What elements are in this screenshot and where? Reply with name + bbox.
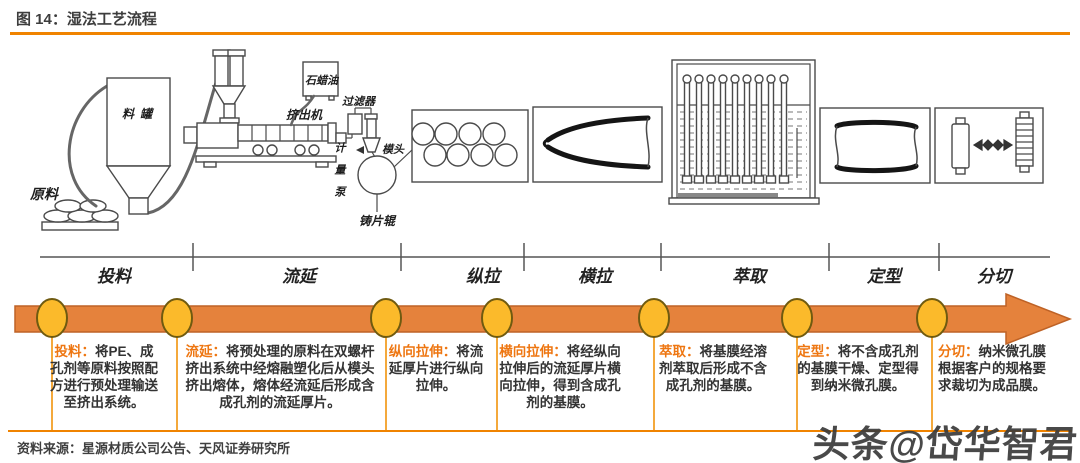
- step-description: 将经纵向拉伸后的流延厚片横向拉伸，得到含成孔剂的基膜。: [499, 344, 621, 410]
- die-head: [356, 113, 381, 158]
- stage-node: [36, 298, 68, 338]
- timeline-stage-setting: 定型: [867, 267, 901, 287]
- footer-divider: [8, 430, 1072, 432]
- extruder-machine: [183, 122, 337, 168]
- casting-roll-label: 铸片辊: [359, 214, 396, 228]
- step-keyword: 分切：: [938, 344, 979, 359]
- step-setting: 定型：将不含成孔剂的基膜干燥、定型得到纳米微孔膜。: [796, 343, 920, 394]
- step-casting: 流延：将预处理的原料在双螺杆挤出系统中经熔融塑化后从模头挤出熔体，熔体经流延后形…: [182, 343, 378, 411]
- stage-nodes: [36, 298, 948, 338]
- figure-title: 图 14：湿法工艺流程: [16, 11, 157, 28]
- timeline-stage-mdo: 纵拉: [466, 267, 500, 287]
- step-mdo-stretching: 纵向拉伸：将流延厚片进行纵向拉伸。: [386, 343, 486, 394]
- die-head-label: 模头: [382, 143, 404, 156]
- casting-roller-box: [411, 109, 529, 183]
- extraction-tank: [668, 59, 820, 205]
- metering-pump-label: 计量泵: [333, 142, 346, 208]
- step-keyword: 定型：: [797, 344, 838, 359]
- feed-hose: [67, 84, 109, 208]
- raw-material-label: 原料: [30, 187, 58, 203]
- timeline-stage-casting: 流延: [282, 267, 316, 287]
- feed-hopper: [211, 49, 247, 124]
- filter-label: 过滤器: [342, 95, 375, 108]
- step-description: 将预处理的原料在双螺杆挤出系统中经熔融塑化后从模头挤出熔体，熔体经流延后形成含成…: [185, 344, 375, 410]
- step-keyword: 萃取：: [659, 344, 700, 359]
- casting-roll: [357, 148, 414, 212]
- material-tank: [105, 77, 172, 215]
- timeline-stage-feeding: 投料: [97, 267, 131, 287]
- stage-node: [638, 298, 670, 338]
- step-keyword: 投料：: [54, 344, 95, 359]
- title-divider: [10, 32, 1070, 35]
- stage-node: [481, 298, 513, 338]
- step-description: 将不含成孔剂的基膜干燥、定型得到纳米微孔膜。: [797, 344, 919, 393]
- longitudinal-stretch-box: [532, 106, 663, 183]
- step-keyword: 横向拉伸：: [499, 344, 567, 359]
- timeline-axis: [40, 243, 1050, 271]
- slitting-box: [934, 107, 1044, 184]
- step-feeding: 投料：将PE、成孔剂等原料按照配方进行预处理输送至挤出系统。: [48, 343, 160, 411]
- timeline-stage-tdo: 横拉: [578, 267, 612, 287]
- step-tdo-stretching: 横向拉伸：将经纵向拉伸后的流延厚片横向拉伸，得到含成孔剂的基膜。: [498, 343, 622, 411]
- step-description: 将基膜经溶剂萃取后形成不含成孔剂的基膜。: [659, 344, 767, 393]
- step-description: 将PE、成孔剂等原料按照配方进行预处理输送至挤出系统。: [50, 344, 158, 410]
- paraffin-oil-box: [289, 61, 339, 127]
- step-description: 纳米微孔膜根据客户的规格要求裁切为成品膜。: [938, 344, 1046, 393]
- raw-material-sacks: [41, 199, 119, 231]
- material-tank-label: 料罐: [122, 107, 159, 121]
- stage-node: [781, 298, 813, 338]
- filter-unit: [335, 107, 372, 144]
- stage-node: [370, 298, 402, 338]
- step-slitting: 分切：纳米微孔膜根据客户的规格要求裁切为成品膜。: [932, 343, 1052, 394]
- stage-node: [916, 298, 948, 338]
- step-keyword: 流延：: [185, 344, 227, 359]
- paraffin-oil-label: 石蜡油: [305, 74, 338, 87]
- extruder-label: 挤出机: [286, 108, 323, 122]
- source-note: 资料来源：星源材质公司公告、天风证券研究所: [17, 441, 291, 456]
- step-keyword: 纵向拉伸：: [388, 344, 457, 359]
- setting-box: [819, 107, 931, 184]
- timeline-stage-extraction: 萃取: [732, 267, 766, 287]
- step-extraction: 萃取：将基膜经溶剂萃取后形成不含成孔剂的基膜。: [654, 343, 772, 394]
- stage-droplines: [51, 336, 933, 430]
- timeline-stage-slitting: 分切: [977, 267, 1011, 287]
- stage-node: [161, 298, 193, 338]
- step-description: 将流延厚片进行纵向拉伸。: [388, 344, 484, 393]
- watermark-text: 头条@岱华智君: [811, 424, 1080, 463]
